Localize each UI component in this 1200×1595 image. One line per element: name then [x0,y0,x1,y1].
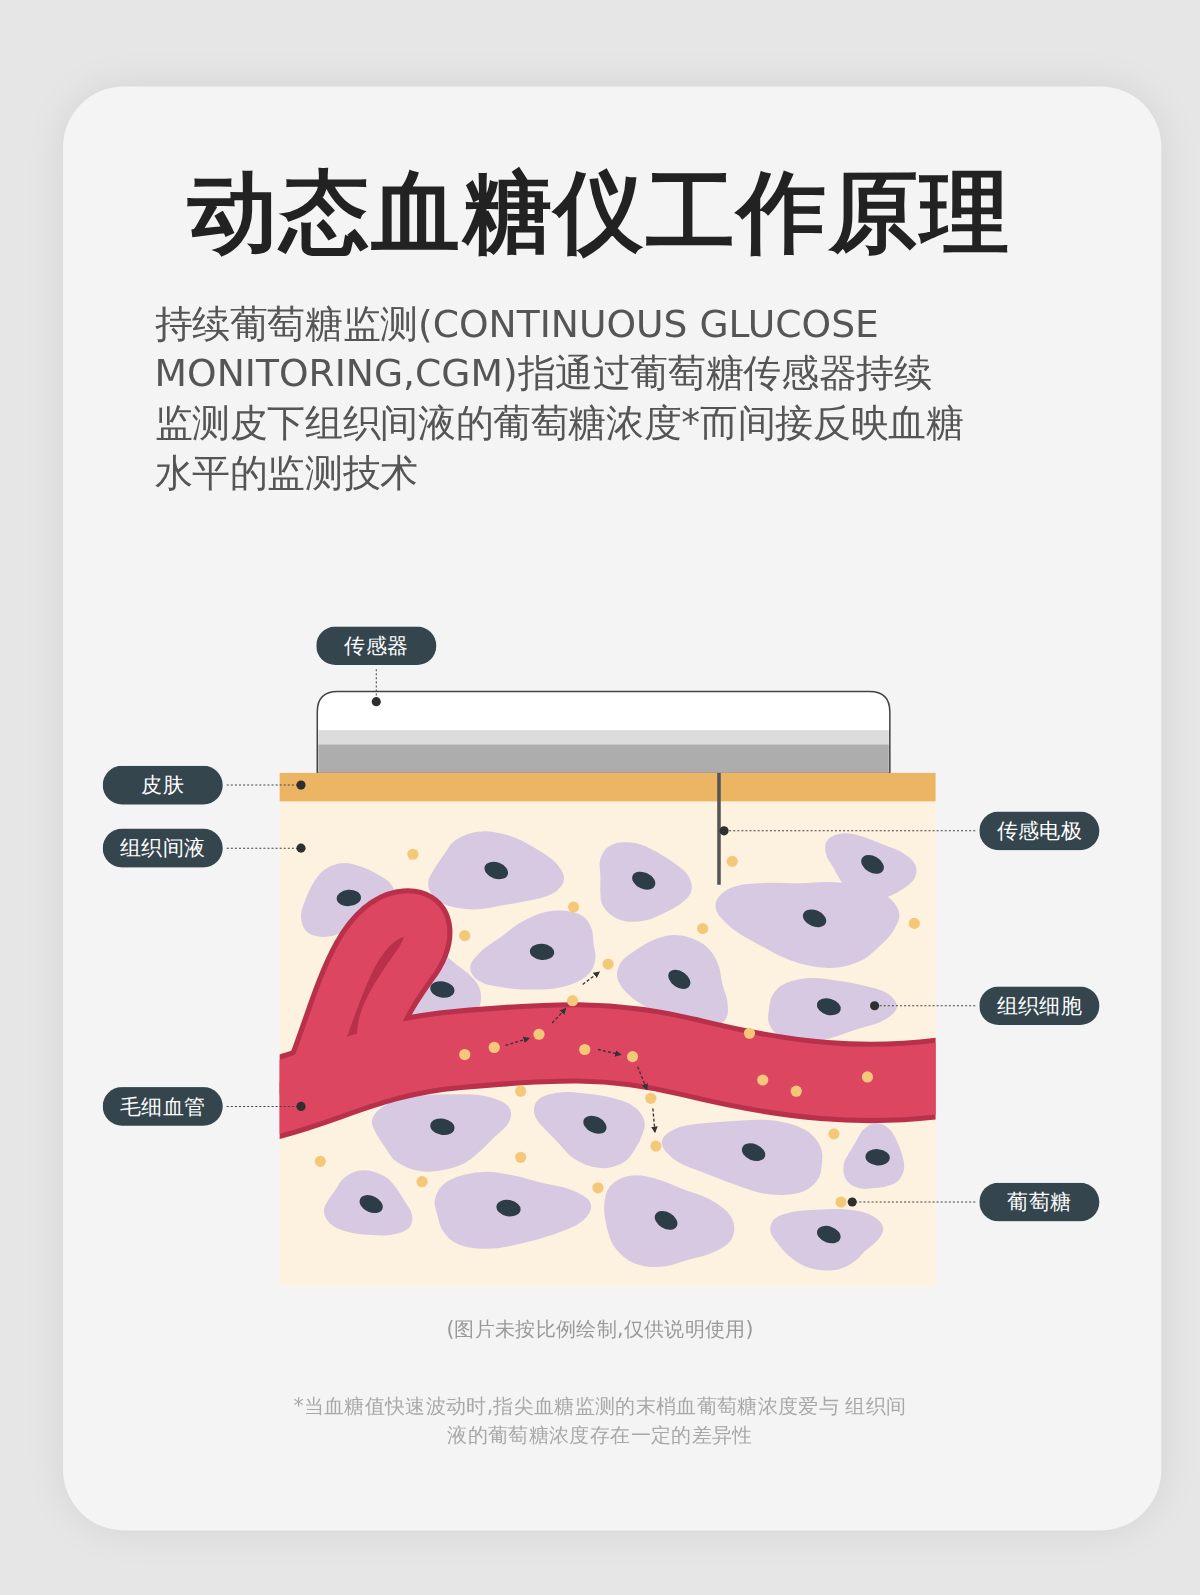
glucose-molecule [627,1051,638,1062]
leader-line [227,848,301,849]
leader-line [724,830,975,831]
tissue-cell [599,842,691,922]
glucose-molecule [567,995,578,1006]
sensor-base [318,744,889,772]
glucose-molecule [697,923,708,934]
glucose-molecule [650,1141,661,1152]
tissue-cell [372,1094,511,1172]
sensor-body [317,692,890,773]
cell-nucleus [495,1198,522,1218]
label-pill: 毛细血管 [103,1087,223,1126]
glucose-molecule [645,1093,656,1104]
glucose-molecule [828,1128,839,1139]
tissue-cell [428,831,564,909]
label-text: 组织细胞 [997,994,1082,1018]
leader-line [227,1106,301,1107]
cell-nucleus [336,889,362,907]
leader-dot [296,844,305,853]
glucose-molecule [909,918,920,929]
glucose-molecule [568,902,579,913]
tissue-cell [435,1172,591,1249]
glucose-molecule [407,849,418,860]
page-title: 动态血糖仪工作原理 [102,153,1099,274]
label-pill: 组织间液 [103,829,223,868]
glucose-molecule [757,1074,768,1085]
cell-nucleus [429,1117,456,1137]
label-text: 传感器 [344,634,408,658]
tissue-cell [768,978,897,1042]
glucose-molecule [459,930,470,941]
label-pill: 葡萄糖 [979,1183,1099,1222]
glucose-molecule [489,1042,500,1053]
cell-nucleus [629,868,658,893]
label-pill: 组织细胞 [979,986,1099,1025]
glucose-molecule [315,1156,326,1167]
tissue-cell [843,1123,904,1189]
skin-layer [280,773,936,801]
description-text: 持续葡萄糖监测(CONTINUOUS GLUCOSE MONITORING,CG… [155,299,969,498]
cell-nucleus [429,979,456,999]
label-text: 毛细血管 [120,1094,205,1118]
glucose-molecule [515,1086,526,1097]
leader-dot [870,1001,879,1010]
cell-nucleus [815,996,843,1018]
tissue-cell [662,1120,823,1195]
glucose-molecule [579,1044,590,1055]
tissue-cell [470,910,595,989]
cell-nucleus [580,1112,609,1137]
diffusion-arrows [505,972,654,1132]
tissue-cell [715,882,899,968]
leader-line [875,1005,976,1006]
tissue-cell [604,1175,734,1267]
cell-nucleus [357,1192,386,1217]
label-text: 组织间液 [120,836,205,860]
leader-dot [719,826,728,835]
label-text: 葡萄糖 [1007,1190,1071,1214]
label-pill: 传感器 [316,626,436,665]
cell-nucleus [651,1207,680,1233]
cell-nucleus [858,851,887,877]
tissue-cell [770,1209,883,1271]
leader-line [376,669,377,702]
sensor-band [318,730,889,744]
cell-nucleus [800,906,829,931]
glucose-molecule [459,1049,470,1060]
glucose-molecule [603,958,614,969]
glucose-molecule [416,1176,427,1187]
leader-line [227,785,301,786]
leader-dot [848,1197,857,1206]
leader-dot [296,781,305,790]
tissue-cell [324,1170,412,1235]
label-pill: 皮肤 [103,766,223,805]
label-pill: 传感电极 [979,812,1099,851]
glucose-molecule [515,1152,526,1163]
glucose-molecule [727,856,738,867]
cell-nucleus [529,943,555,961]
label-text: 传感电极 [997,819,1082,843]
glucose-molecule [533,1029,544,1040]
glucose-molecule [835,1196,846,1207]
scale-note: (图片未按比例绘制,仅供说明使用) [193,1316,1007,1343]
cell-nucleus [815,1223,843,1247]
leader-line [852,1202,975,1203]
cell-nucleus [665,966,694,993]
label-text: 皮肤 [141,773,184,797]
glucose-molecule [744,1028,755,1039]
capillary [280,915,936,1104]
glucose-molecule [592,1182,603,1193]
leader-dot [372,697,381,706]
cell-nucleus [865,1148,891,1166]
tissue-cell [534,1092,645,1168]
glucose-molecule [862,1071,873,1082]
leader-dot [296,1102,305,1111]
cell-nucleus [482,859,511,883]
glucose-molecule [791,1086,802,1097]
footnote: *当血糖值快速波动时,指尖血糖监测的末梢血葡萄糖浓度爱与 组织间液的葡萄糖浓度存… [285,1391,916,1450]
cell-nucleus [739,1140,768,1165]
